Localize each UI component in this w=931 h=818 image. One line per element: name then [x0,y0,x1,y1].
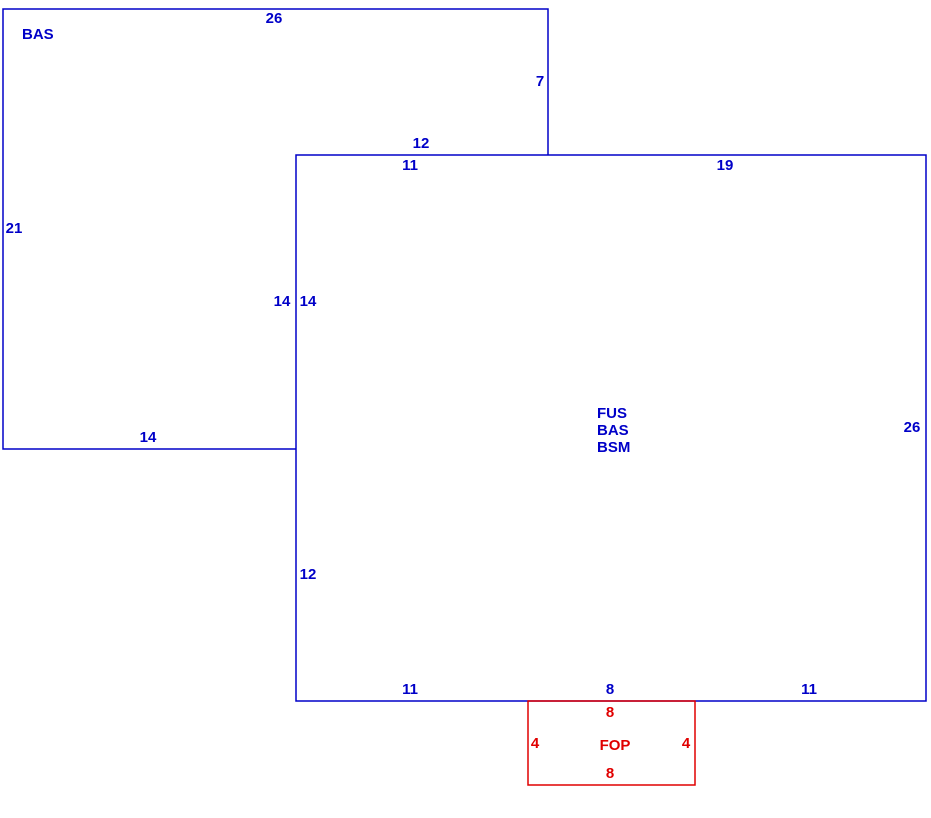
main-dim-left-upper: 14 [300,293,317,310]
bas-left-dim-left: 21 [6,220,23,237]
bas-left-dim-bottom: 14 [140,429,157,446]
main-dim-right: 26 [904,419,921,436]
main-dim-top-right: 19 [717,157,734,174]
porch-dim-bottom: 8 [606,765,614,782]
bas-left-dim-step-top: 12 [413,135,430,152]
main-dim-left-lower: 12 [300,566,317,583]
bas-left-code: BAS [22,26,54,43]
main-code-bsm: BSM [597,439,630,456]
main-code-fus: FUS [597,405,627,422]
main-dim-bottom-left: 11 [402,681,418,698]
bas-left-dim-right-upper: 7 [536,73,544,90]
porch-outline [527,700,696,786]
main-code-bas: BAS [597,422,629,439]
porch-dim-right: 4 [682,735,691,752]
bas-left-outline [2,8,549,450]
main-dim-bottom-mid: 8 [606,681,614,698]
bas-left-dim-top: 26 [266,10,283,27]
main-dim-bottom-right: 11 [801,681,817,698]
main-dim-top-left: 11 [402,157,418,174]
porch-dim-top: 8 [606,704,614,721]
porch-dim-left: 4 [531,735,540,752]
bas-left-dim-right-lower: 14 [274,293,291,310]
porch-code: FOP [600,737,631,754]
